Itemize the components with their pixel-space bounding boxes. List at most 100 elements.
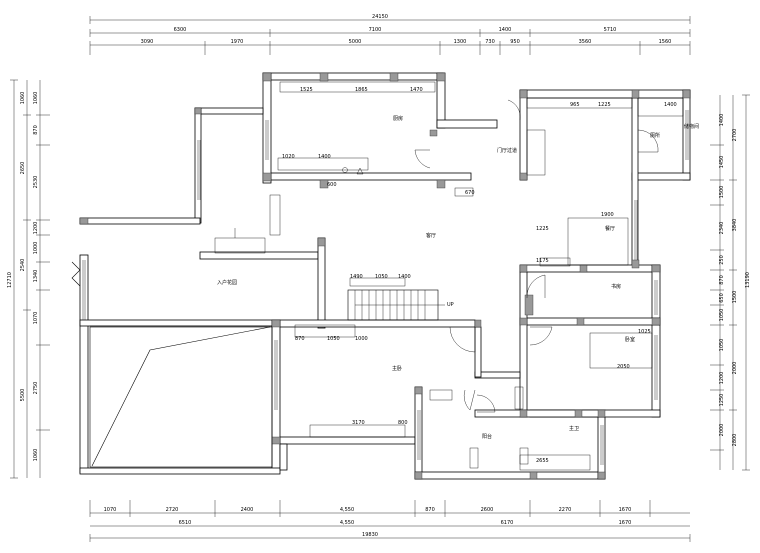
inner-dim-12: 1025 (638, 329, 651, 335)
inner-dim-14: 2050 (617, 364, 630, 370)
top-row3-dim-3: 5000 (349, 39, 362, 45)
furniture (214, 187, 653, 471)
right-inner-dim-9: 1050 (719, 339, 725, 352)
inner-dim-5: 1400 (318, 154, 331, 160)
bottom-row2-dim-2: 4,550 (340, 520, 354, 526)
right-mid-dim-3: 1500 (732, 291, 738, 304)
inner-dim-24: 1225 (536, 226, 549, 232)
bottom-row1-dim-6: 2600 (481, 507, 494, 513)
top-row3-dim-7: 3560 (579, 39, 592, 45)
hall-cabinets (526, 97, 684, 176)
left-inner-dim-7: 1070 (33, 312, 39, 325)
left-inner-dim-8: 2750 (33, 382, 39, 395)
inner-dimension-labels: 1525 1865 1470 1020 1400 600 965 1225 14… (282, 87, 677, 464)
top-row2-dim-4: 5710 (604, 27, 617, 33)
inner-dim-6: 600 (327, 182, 337, 188)
right-inner-dim-11: 1250 (719, 394, 725, 407)
inner-dim-19: 870 (295, 336, 305, 342)
room-labels: 厨房 门厅过道 厕所 储物间 客厅 入户花园 书房 卧室 餐厅 主卫 主卧 阳台 (217, 115, 699, 440)
bottom-row2-dim-1: 6510 (179, 520, 192, 526)
inner-dim-2: 1865 (355, 87, 368, 93)
bottom-row2-dim-4: 1670 (619, 520, 632, 526)
bottom-total-dim: 19830 (362, 532, 378, 538)
right-mid-dim-2: 3840 (732, 219, 738, 232)
bottom-row1-dim-5: 870 (425, 507, 435, 513)
room-label-study: 书房 (611, 283, 621, 290)
left-inner-dim-9: 1060 (33, 449, 39, 462)
room-label-laundry: 厕所 (650, 132, 660, 139)
bottom-row1-dim-1: 1070 (104, 507, 117, 513)
top-row3-dim-1: 3090 (141, 39, 154, 45)
left-inner-dim-4: 1200 (33, 222, 39, 235)
left-inner-dim-6: 1340 (33, 270, 39, 283)
right-dimension-chain: 13190 2700 3840 1500 2000 2800 1400 1450… (710, 94, 751, 471)
right-inner-dim-1: 1400 (719, 114, 725, 127)
bottom-row2-dim-3: 6170 (501, 520, 514, 526)
top-total-dim: 24150 (372, 14, 388, 20)
right-mid-dim-1: 2700 (732, 129, 738, 142)
left-dimension-chain: 12710 1060 2650 2540 5500 1060 870 2530 … (7, 79, 50, 479)
top-row3-dim-4: 1300 (454, 39, 467, 45)
room-label-bath: 主卫 (569, 425, 579, 432)
inner-dim-16: 1400 (398, 274, 411, 280)
bottom-row1-dim-8: 1670 (619, 507, 632, 513)
left-inner-dim-3: 2530 (33, 176, 39, 189)
room-label-kitchen: 厨房 (393, 115, 403, 122)
left-mid-dim-1: 1060 (20, 92, 26, 105)
windows (82, 110, 689, 465)
top-row3-dim-5: 730 (485, 39, 495, 45)
room-label-storage: 储物间 (684, 123, 699, 130)
walls (79, 72, 691, 480)
folding-door-icon (71, 261, 81, 287)
bottom-row1-dim-2: 2720 (166, 507, 179, 513)
top-row2-dim-3: 1400 (499, 27, 512, 33)
inner-dim-10: 1900 (601, 212, 614, 218)
right-inner-dim-8: 1050 (719, 309, 725, 322)
right-inner-dim-3: 1500 (719, 186, 725, 199)
inner-dim-18: 800 (398, 420, 408, 426)
staircase: UP (347, 277, 454, 321)
inner-dim-23: 1000 (355, 336, 368, 342)
bottom-row1-dim-7: 2270 (559, 507, 572, 513)
inner-dim-8: 1225 (598, 102, 611, 108)
inner-dim-1: 1525 (300, 87, 313, 93)
left-inner-dim-5: 1000 (33, 242, 39, 255)
inner-dim-22: 1490 (350, 274, 363, 280)
right-inner-dim-2: 1450 (719, 156, 725, 169)
left-mid-dim-4: 5500 (20, 389, 26, 402)
bottom-row1-dim-3: 2400 (241, 507, 254, 513)
left-inner-dim-2: 870 (33, 125, 39, 135)
room-label-dining: 餐厅 (605, 225, 615, 232)
inner-dim-7: 965 (570, 102, 580, 108)
inner-dim-11: 1175 (536, 258, 549, 264)
top-dimension-chain: 24150 6300 7100 1400 5710 3090 1970 5000… (89, 14, 691, 55)
bottom-dimension-chain: 1070 2720 2400 4,550 870 2600 2270 1670 … (89, 500, 691, 542)
right-mid-dim-4: 2000 (732, 362, 738, 375)
top-row2-dim-1: 6300 (174, 27, 187, 33)
right-inner-dim-5: 250 (719, 255, 725, 265)
top-row3-dim-6: 950 (510, 39, 520, 45)
right-inner-dim-7: 650 (719, 293, 725, 303)
inner-dim-9: 1400 (664, 102, 677, 108)
inner-dim-3: 1470 (410, 87, 423, 93)
right-outer-dim: 13190 (745, 272, 751, 288)
left-inner-dim-1: 1060 (33, 92, 39, 105)
left-mid-dim-3: 2540 (20, 259, 26, 272)
room-label-master: 主卧 (392, 365, 402, 372)
stair-up-label: UP (447, 302, 454, 308)
bottom-row1-dim-4: 4,550 (340, 507, 354, 513)
left-mid-dim-2: 2650 (20, 162, 26, 175)
top-row3-dim-2: 1970 (231, 39, 244, 45)
inner-dim-21: 2655 (536, 458, 549, 464)
inner-dim-17: 3170 (352, 420, 365, 426)
kitchen-counter (277, 81, 436, 175)
inner-dim-13: 670 (465, 190, 475, 196)
inner-dim-20: 1050 (327, 336, 340, 342)
right-inner-dim-10: 1200 (719, 372, 725, 385)
left-outer-dim: 12710 (7, 272, 13, 288)
door-swings (269, 99, 659, 413)
top-row3-dim-8: 1560 (659, 39, 672, 45)
right-inner-dim-4: 2340 (719, 222, 725, 235)
room-label-hall: 门厅过道 (497, 147, 517, 154)
